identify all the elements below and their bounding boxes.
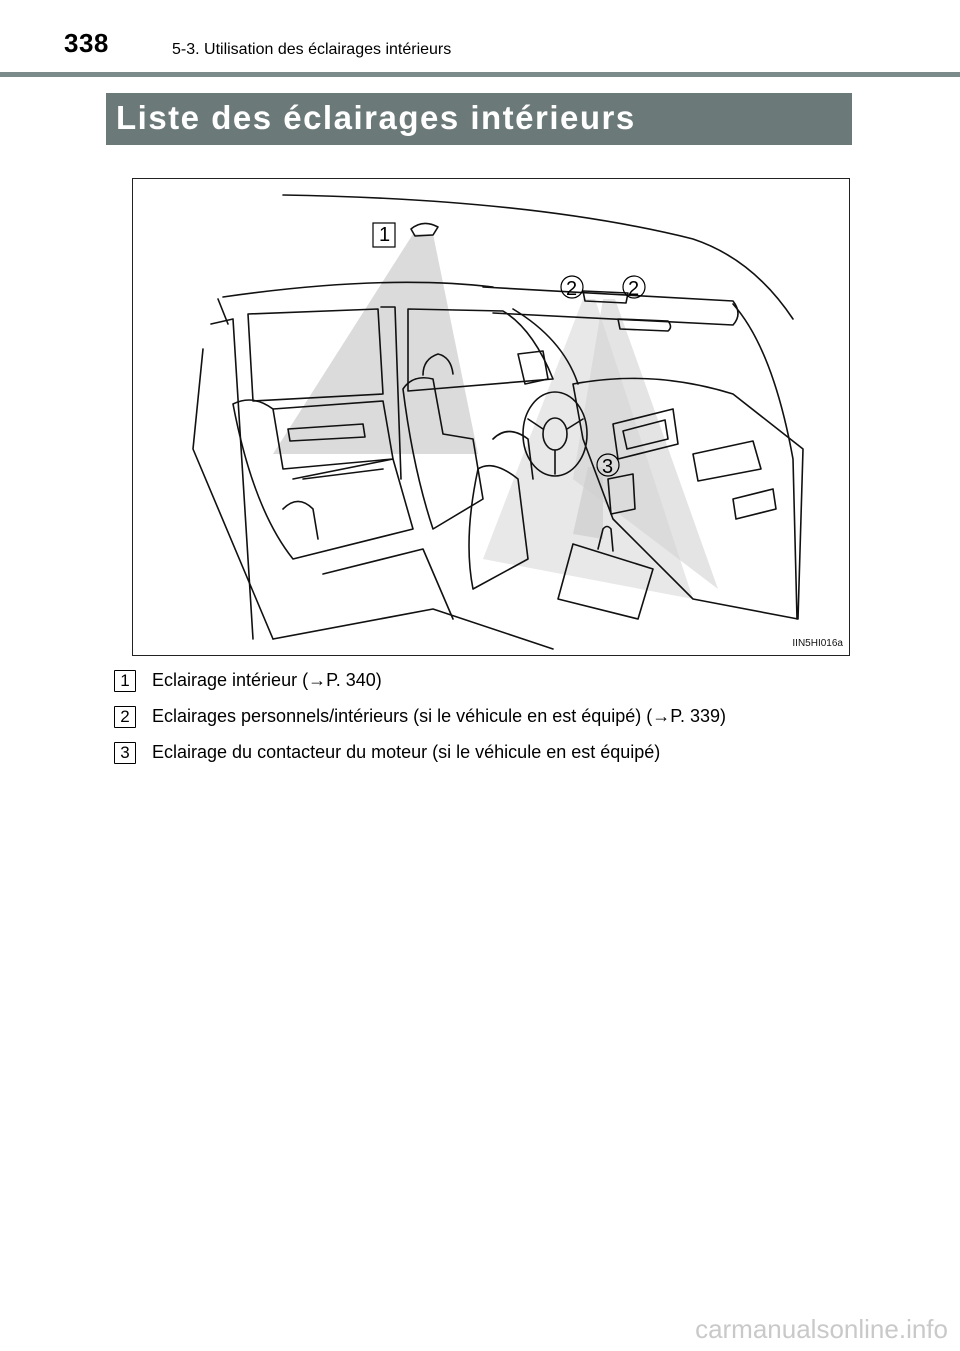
watermark: carmanualsonline.info <box>695 1314 948 1344</box>
section-title: Liste des éclairages intérieurs <box>116 99 636 136</box>
rear-window <box>247 308 384 402</box>
callout-2b: 2 <box>622 275 646 300</box>
legend-list: 1 Eclairage intérieur (→P. 340) 2 Eclair… <box>114 668 874 776</box>
dome-light <box>410 222 439 237</box>
legend-text: Eclairage intérieur (→P. 340) <box>152 670 382 690</box>
legend-item: 1 Eclairage intérieur (→P. 340) <box>114 668 874 704</box>
callout-3-label: 3 <box>602 456 613 478</box>
section-title-bar: Liste des éclairages intérieurs <box>106 93 852 145</box>
callout-2a: 2 <box>560 275 584 300</box>
legend-item: 3 Eclairage du contacteur du moteur (si … <box>114 740 874 776</box>
interior-illustration: 1 2 2 3 IIN5HI016a <box>132 178 850 656</box>
roof-line <box>282 194 794 320</box>
legend-item: 2 Eclairages personnels/intérieurs (si l… <box>114 704 874 740</box>
callout-3: 3 <box>596 453 620 478</box>
callout-1: 1 <box>372 222 396 248</box>
rear-seat <box>232 399 414 560</box>
side-mirror <box>517 350 549 385</box>
steering-wheel <box>522 391 588 477</box>
light-beam-3 <box>573 467 603 539</box>
page-number: 338 <box>64 28 109 58</box>
car-interior-drawing: 1 2 2 3 <box>192 194 804 650</box>
front-window <box>407 308 554 392</box>
legend-num: 1 <box>114 670 136 692</box>
callout-2b-label: 2 <box>628 278 639 300</box>
legend-num: 3 <box>114 742 136 764</box>
rearview-mirror <box>617 318 672 332</box>
light-beam-1 <box>273 234 478 454</box>
header-rule <box>0 72 960 77</box>
dashboard <box>572 377 804 620</box>
legend-text: Eclairages personnels/intérieurs (si le … <box>152 706 726 726</box>
figure-code: IIN5HI016a <box>792 638 843 649</box>
callout-2a-label: 2 <box>566 278 577 300</box>
front-seat <box>402 376 484 530</box>
legend-num: 2 <box>114 706 136 728</box>
legend-text: Eclairage du contacteur du moteur (si le… <box>152 742 661 762</box>
personal-lights <box>582 290 629 304</box>
running-head: 5-3. Utilisation des éclairages intérieu… <box>172 41 452 58</box>
callout-1-label: 1 <box>379 224 390 246</box>
gear-shift <box>597 525 614 552</box>
